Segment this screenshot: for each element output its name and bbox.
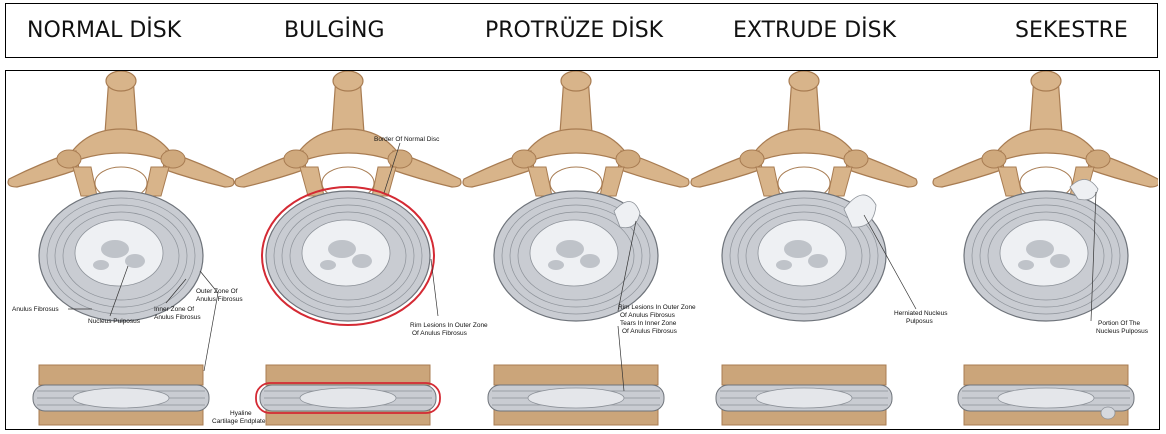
label-outer-zone-line1: Outer Zone Of bbox=[196, 288, 238, 295]
label-portion-line1: Portion Of The bbox=[1098, 320, 1141, 327]
label-rim-lesions-protrusion-line2: Of Anulus Fibrosus bbox=[620, 312, 676, 319]
disc-herniation-figure: Anulus Fibrosus Nucleus Pulposus Outer Z… bbox=[5, 70, 1160, 430]
label-hyaline-line2: Cartilage Endplate bbox=[212, 418, 266, 425]
stage-label-normal: NORMAL DİSK bbox=[27, 18, 181, 43]
disc-illustration-svg: Anulus Fibrosus Nucleus Pulposus Outer Z… bbox=[6, 71, 1158, 428]
label-rim-lesions-bulging-line1: Rim Lesions In Outer Zone bbox=[410, 322, 488, 329]
label-portion-line2: Nucleus Pulposus bbox=[1096, 328, 1149, 335]
label-inner-zone-line1: Inner Zone Of bbox=[154, 306, 194, 313]
sequestration-disc-diagram bbox=[933, 71, 1158, 425]
label-rim-lesions-protrusion-line1: Rim Lesions In Outer Zone bbox=[618, 304, 696, 311]
label-tears-line1: Tears In Inner Zone bbox=[620, 320, 677, 327]
protrusion-disc-diagram bbox=[463, 71, 689, 425]
stage-label-extrusion: EXTRUDE DİSK bbox=[733, 18, 896, 43]
label-herniated-line2: Pulposus bbox=[906, 318, 933, 325]
label-border-normal-disc: Border Of Normal Disc bbox=[374, 136, 440, 143]
label-inner-zone-line2: Anulus Fibrosus bbox=[154, 314, 201, 321]
label-anulus-fibrosus: Anulus Fibrosus bbox=[12, 306, 59, 313]
label-rim-lesions-bulging-line2: Of Anulus Fibrosus bbox=[412, 330, 468, 337]
extrusion-disc-diagram bbox=[691, 71, 917, 425]
stage-label-sequestration: SEKESTRE bbox=[1015, 18, 1128, 43]
label-nucleus-pulposus: Nucleus Pulposus bbox=[88, 318, 141, 325]
normal-disc-diagram bbox=[8, 71, 234, 425]
bulging-disc-diagram bbox=[235, 71, 461, 425]
label-tears-line2: Of Anulus Fibrosus bbox=[622, 328, 678, 335]
label-herniated-line1: Herniated Nucleus bbox=[894, 310, 948, 317]
stage-label-protrusion: PROTRÜZE DİSK bbox=[485, 18, 663, 43]
label-outer-zone-line2: Anulus Fibrosus bbox=[196, 296, 243, 303]
stage-header: NORMAL DİSK BULGİNG PROTRÜZE DİSK EXTRUD… bbox=[5, 3, 1158, 58]
stage-label-bulging: BULGİNG bbox=[284, 18, 385, 43]
label-hyaline-line1: Hyaline bbox=[230, 410, 252, 417]
